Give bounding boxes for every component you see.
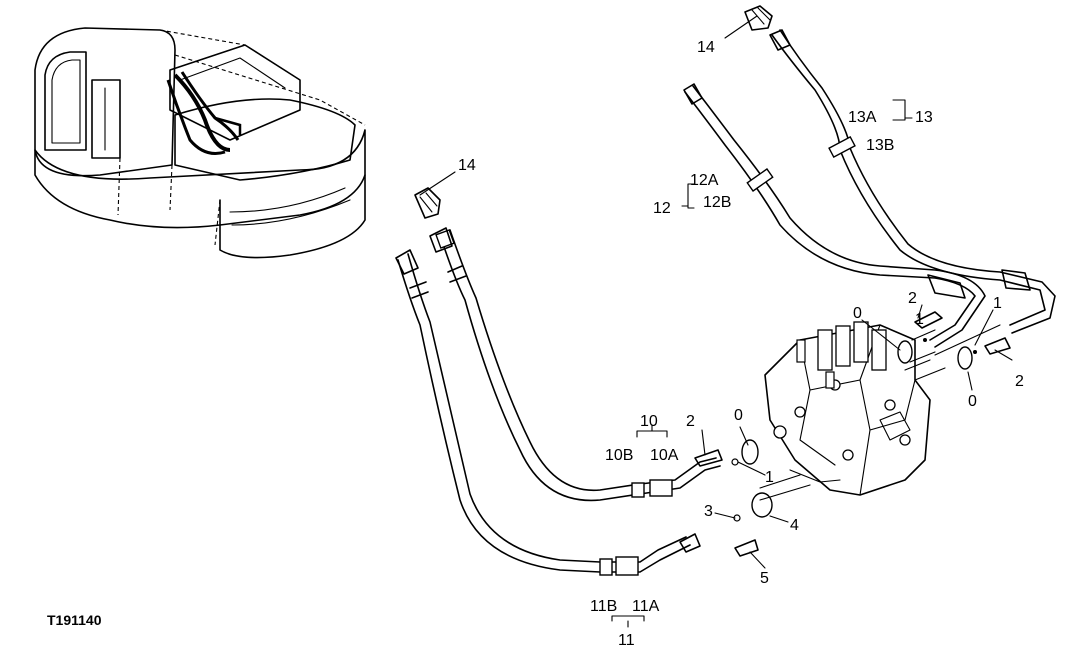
callout-13b: 13B (866, 137, 894, 154)
callout-12b: 12B (703, 194, 731, 211)
hose-11-assembly (395, 249, 701, 576)
callout-2-mid: 2 (686, 413, 695, 430)
flange-lower (733, 492, 773, 557)
callout-14-top: 14 (697, 39, 715, 56)
fitting-14-top (744, 5, 773, 31)
callout-10b: 10B (605, 447, 633, 464)
hose-12-assembly (683, 83, 986, 348)
callout-2-upper: 2 (908, 290, 917, 307)
fitting-14-left (414, 187, 441, 219)
callout-1-right: 1 (993, 295, 1002, 312)
hose-10-assembly (429, 227, 721, 502)
brackets (611, 99, 913, 628)
callout-13: 13 (915, 109, 933, 126)
callout-labels: 14 14 13 13A 13B 12 12A 12B 10 10B 10A 1… (47, 39, 1024, 649)
callout-0-right: 0 (968, 393, 977, 410)
leader-lines (419, 15, 1013, 569)
callout-1-mid: 1 (765, 469, 774, 486)
callout-4: 4 (790, 517, 799, 534)
flange-right (957, 337, 1011, 370)
callout-2-right: 2 (1015, 373, 1024, 390)
flange-upper (897, 311, 943, 364)
callout-12: 12 (653, 200, 671, 217)
figure-id: T191140 (47, 612, 102, 628)
callout-3: 3 (704, 503, 713, 520)
hose-13-assembly (769, 29, 1056, 334)
callout-11: 11 (618, 632, 635, 649)
callout-14-left: 14 (458, 157, 476, 174)
callout-11b: 11B (590, 598, 617, 615)
callout-10: 10 (640, 413, 658, 430)
callout-13a: 13A (848, 109, 877, 126)
callout-11a: 11A (632, 598, 660, 615)
callout-0-upper: 0 (853, 305, 862, 322)
excavator-locator-illustration (34, 27, 366, 259)
flange-mid (694, 439, 759, 467)
control-valve-body (764, 321, 946, 496)
callout-0-mid: 0 (734, 407, 743, 424)
callout-1-upper: 1 (915, 311, 924, 328)
callout-5: 5 (760, 570, 769, 587)
callout-12a: 12A (690, 172, 719, 189)
callout-10a: 10A (650, 447, 679, 464)
